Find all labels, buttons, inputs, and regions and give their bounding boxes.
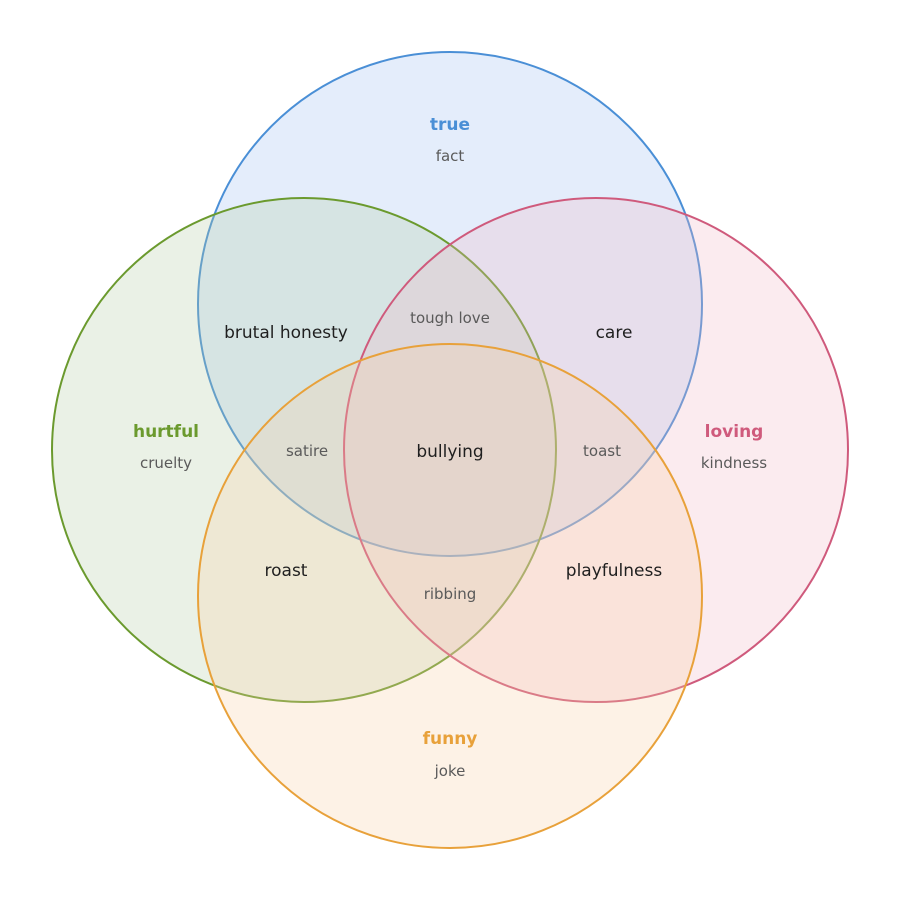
label-ribbing: ribbing [424,585,477,603]
circle-true [197,51,703,557]
label-loving-example: kindness [701,454,767,472]
label-roast: roast [265,561,308,581]
label-playfulness: playfulness [566,561,663,581]
label-satire: satire [286,442,328,460]
label-true-title: true [430,115,470,135]
circle-funny [197,343,703,849]
label-loving-title: loving [705,422,764,442]
circle-loving [343,197,849,703]
label-tough-love: tough love [410,309,490,327]
label-funny-example: joke [434,762,466,780]
label-toast: toast [583,442,621,460]
label-bullying: bullying [416,442,483,462]
label-funny-title: funny [423,729,478,749]
label-hurtful-title: hurtful [133,422,199,442]
label-true-example: fact [436,147,465,165]
label-hurtful-example: cruelty [140,454,192,472]
label-brutal-honesty: brutal honesty [224,323,348,343]
label-care: care [596,323,633,343]
circle-hurtful [51,197,557,703]
